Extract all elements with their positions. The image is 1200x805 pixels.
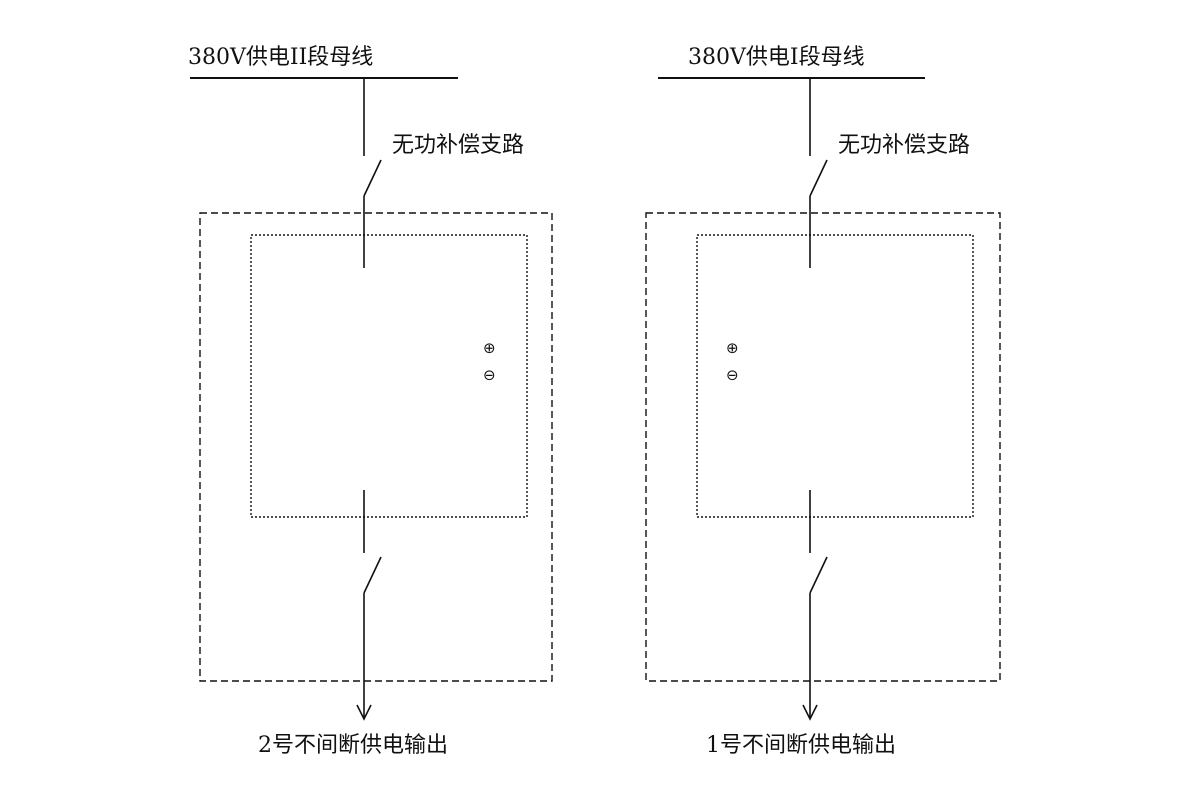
inner-dotted-cabinet-ii xyxy=(250,234,528,518)
unit-i xyxy=(645,77,1001,721)
outer-dashed-enclosure-i xyxy=(645,212,1001,682)
bus-label-ii: 380V供电II段母线 xyxy=(188,45,374,70)
output-label-ii: 2号不间断供电输出 xyxy=(258,733,448,758)
terminal-negative-i: ⊖ xyxy=(726,366,739,384)
output-arrow-i xyxy=(802,704,818,721)
branch-label-i: 无功补偿支路 xyxy=(838,133,971,158)
unit-ii xyxy=(190,77,553,721)
terminal-positive-i: ⊕ xyxy=(726,339,739,357)
outer-dashed-enclosure-ii xyxy=(199,212,553,682)
upper-switch-blade-i xyxy=(809,159,828,197)
bus-label-i: 380V供电I段母线 xyxy=(688,45,865,70)
inner-dotted-cabinet-i xyxy=(696,234,974,518)
terminal-negative-ii: ⊖ xyxy=(483,366,496,384)
terminal-positive-ii: ⊕ xyxy=(483,339,496,357)
output-arrow-ii xyxy=(356,704,372,721)
lower-switch-blade-i xyxy=(809,556,828,594)
output-label-i: 1号不间断供电输出 xyxy=(706,733,896,758)
branch-label-ii: 无功补偿支路 xyxy=(392,133,525,158)
upper-switch-blade-ii xyxy=(363,159,382,197)
lower-switch-blade-ii xyxy=(363,556,382,594)
